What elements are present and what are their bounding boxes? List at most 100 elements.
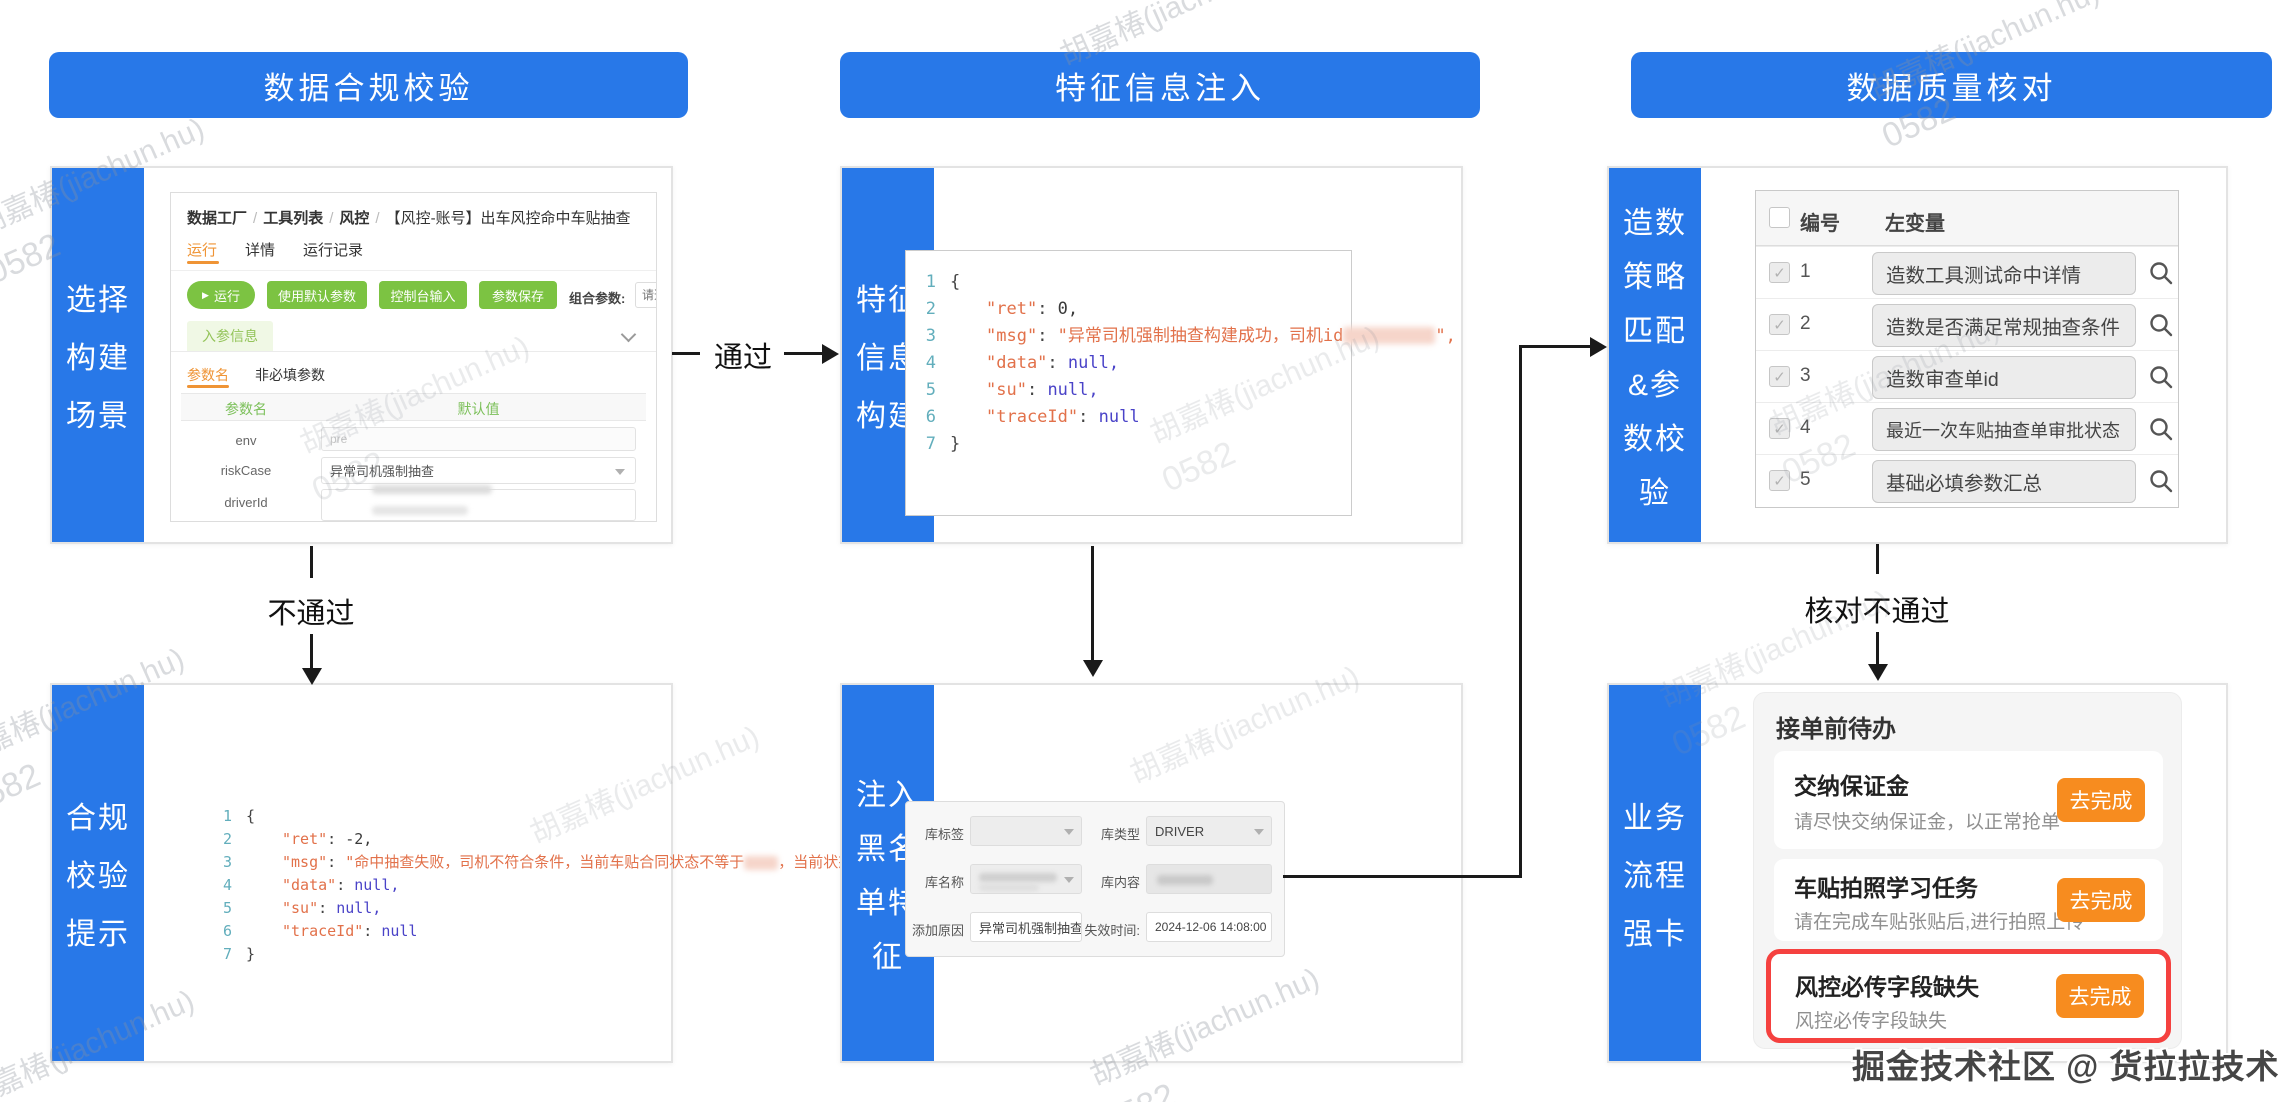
lib-type-label: 库类型: [1100, 827, 1140, 842]
arrow-down-icon: [302, 668, 322, 695]
riskcase-select[interactable]: 异常司机强制抽查: [321, 457, 636, 484]
sidebar-label: 数校: [1623, 423, 1687, 456]
lib-tag-label: 库标签: [924, 827, 964, 842]
lib-type-select[interactable]: DRIVER: [1146, 816, 1272, 846]
tab-run-history[interactable]: 运行记录: [303, 242, 364, 259]
search-icon[interactable]: [2148, 364, 2174, 395]
row-checkbox-checked[interactable]: ✓: [1769, 418, 1790, 439]
todo-item-deposit: 交纳保证金 请尽快交纳保证金，以正常抢单 去完成: [1774, 751, 2163, 849]
redacted-value: [372, 485, 492, 494]
search-icon[interactable]: [2148, 312, 2174, 343]
todo-item-desc: 请尽快交纳保证金，以正常抢单: [1794, 812, 2061, 833]
blacklist-form-card: 库标签 库类型 DRIVER 库名称 库内容 添加原因 异常司机强制抽查 失效时…: [905, 801, 1285, 957]
table-header-row: 编号 左变量: [1756, 191, 2178, 246]
input-params-tag[interactable]: 入参信息: [187, 321, 273, 351]
expire-time-input[interactable]: 2024-12-06 14:08:00: [1146, 912, 1272, 942]
flow-label-fail: 不通过: [267, 598, 355, 630]
select-all-checkbox[interactable]: [1769, 207, 1790, 228]
breadcrumb-separator: /: [329, 210, 334, 227]
use-default-params-button[interactable]: 使用默认参数: [267, 281, 367, 309]
tool-screenshot-card: 数据工厂/工具列表/风控/【风控-账号】出车风控命中车贴抽查 运行详情运行记录 …: [170, 192, 657, 522]
flow-line: [672, 352, 700, 355]
panel-strategy-match: 造数 策略 匹配 &参 数校 验 编号 左变量 ✓ 1 造数工具测试命中详情 ✓…: [1607, 166, 2228, 544]
active-tab-underline: [187, 385, 229, 388]
riskcase-value: 异常司机强制抽查: [330, 464, 435, 479]
search-icon[interactable]: [2148, 468, 2174, 499]
arrow-down-icon: [1083, 660, 1103, 687]
variable-input[interactable]: 造数审查单id: [1872, 356, 2136, 399]
breadcrumb-item[interactable]: 数据工厂: [187, 210, 248, 227]
variable-input[interactable]: 造数是否满足常规抽查条件: [1872, 304, 2136, 347]
sidebar-label: 验: [1639, 477, 1671, 510]
go-complete-button[interactable]: 去完成: [2057, 878, 2145, 922]
expire-time-label: 失效时间:: [1084, 923, 1140, 938]
lib-name-label: 库名称: [924, 875, 964, 890]
variable-input[interactable]: 造数工具测试命中详情: [1872, 252, 2136, 295]
redacted-value: [744, 856, 779, 870]
combo-params-select[interactable]: [635, 282, 656, 308]
flow-line: [1876, 632, 1879, 666]
tab-param-name[interactable]: 参数名: [187, 367, 229, 383]
variable-check-table: 编号 左变量 ✓ 1 造数工具测试命中详情 ✓ 2 造数是否满足常规抽查条件 ✓…: [1755, 190, 2179, 508]
chevron-down-icon[interactable]: [620, 326, 637, 343]
go-complete-button[interactable]: 去完成: [2056, 974, 2144, 1018]
param-row-env-label: env: [235, 433, 257, 448]
json-response-success: 1{ 2"ret": 0, 3"msg": "异常司机强制抽查构建成功，司机id…: [905, 250, 1456, 516]
driverid-input[interactable]: [321, 485, 636, 521]
lib-tag-select[interactable]: [970, 816, 1082, 846]
redacted-value: [979, 873, 1057, 882]
lib-name-select[interactable]: [970, 864, 1082, 894]
row-checkbox-checked[interactable]: ✓: [1769, 366, 1790, 387]
expire-time-value: 2024-12-06 14:08:00: [1155, 920, 1267, 934]
sidebar-label: 造数: [1623, 207, 1687, 240]
save-params-button[interactable]: 参数保存: [479, 281, 557, 309]
column-header-left-variable: 左变量: [1885, 213, 1945, 235]
sidebar-label: 强卡: [1623, 918, 1687, 951]
lib-content-input[interactable]: [1146, 864, 1272, 894]
flow-label-pass: 通过: [713, 342, 772, 374]
stage-header-data-compliance: 数据合规校验: [49, 52, 688, 118]
flow-line: [1519, 345, 1593, 348]
flow-line: [1283, 875, 1522, 878]
flow-line: [784, 352, 824, 355]
active-tab-underline: [187, 261, 219, 264]
sidebar-label: 提示: [66, 918, 130, 951]
todo-item-title: 车贴拍照学习任务: [1794, 875, 1978, 901]
row-checkbox-checked[interactable]: ✓: [1769, 314, 1790, 335]
panel-strategy-match-sidebar: 造数 策略 匹配 &参 数校 验: [1609, 168, 1701, 542]
todo-card-title: 接单前待办: [1776, 716, 1896, 743]
variable-input[interactable]: 基础必填参数汇总: [1872, 460, 2136, 503]
breadcrumb-separator: /: [375, 210, 380, 227]
combo-params-label: 组合参数:: [569, 291, 626, 306]
run-button[interactable]: ▶运行: [187, 281, 255, 309]
breadcrumb-item[interactable]: 风控: [339, 210, 370, 227]
search-icon[interactable]: [2148, 260, 2174, 291]
table-row: ✓ 3 造数审查单id: [1756, 350, 2178, 402]
todo-item-desc: 请在完成车贴张贴后,进行拍照上传: [1794, 912, 2085, 933]
tab-run[interactable]: 运行: [187, 242, 218, 259]
env-placeholder: pre: [330, 432, 348, 446]
todo-item-title: 风控必传字段缺失: [1795, 974, 1979, 1000]
tab-optional-params[interactable]: 非必填参数: [255, 367, 325, 383]
param-row-riskcase-label: riskCase: [220, 463, 272, 478]
add-reason-input[interactable]: 异常司机强制抽查: [970, 912, 1082, 942]
tab-detail[interactable]: 详情: [245, 242, 276, 259]
go-complete-button[interactable]: 去完成: [2057, 778, 2145, 822]
breadcrumb-item[interactable]: 工具列表: [263, 210, 324, 227]
console-input-button[interactable]: 控制台输入: [379, 281, 467, 309]
todo-item-photo-task: 车贴拍照学习任务 请在完成车贴张贴后,进行拍照上传 去完成: [1774, 859, 2163, 941]
sidebar-label: 场景: [66, 400, 130, 433]
search-icon[interactable]: [2148, 416, 2174, 447]
row-checkbox-checked[interactable]: ✓: [1769, 470, 1790, 491]
todo-item-title: 交纳保证金: [1794, 773, 1909, 799]
sidebar-label: 合规: [66, 802, 130, 835]
redacted-driver-id: [1343, 327, 1436, 344]
env-input[interactable]: pre: [321, 427, 636, 451]
column-header-default-value: 默认值: [457, 401, 500, 417]
arrow-right-icon: [1590, 337, 1617, 357]
stage-header-data-quality: 数据质量核对: [1631, 52, 2272, 118]
row-checkbox-checked[interactable]: ✓: [1769, 262, 1790, 283]
tab-bar: 运行 详情 运行记录: [187, 239, 391, 260]
variable-input[interactable]: 最近一次车贴抽查单审批状态: [1872, 408, 2136, 451]
lib-type-value: DRIVER: [1155, 823, 1205, 839]
